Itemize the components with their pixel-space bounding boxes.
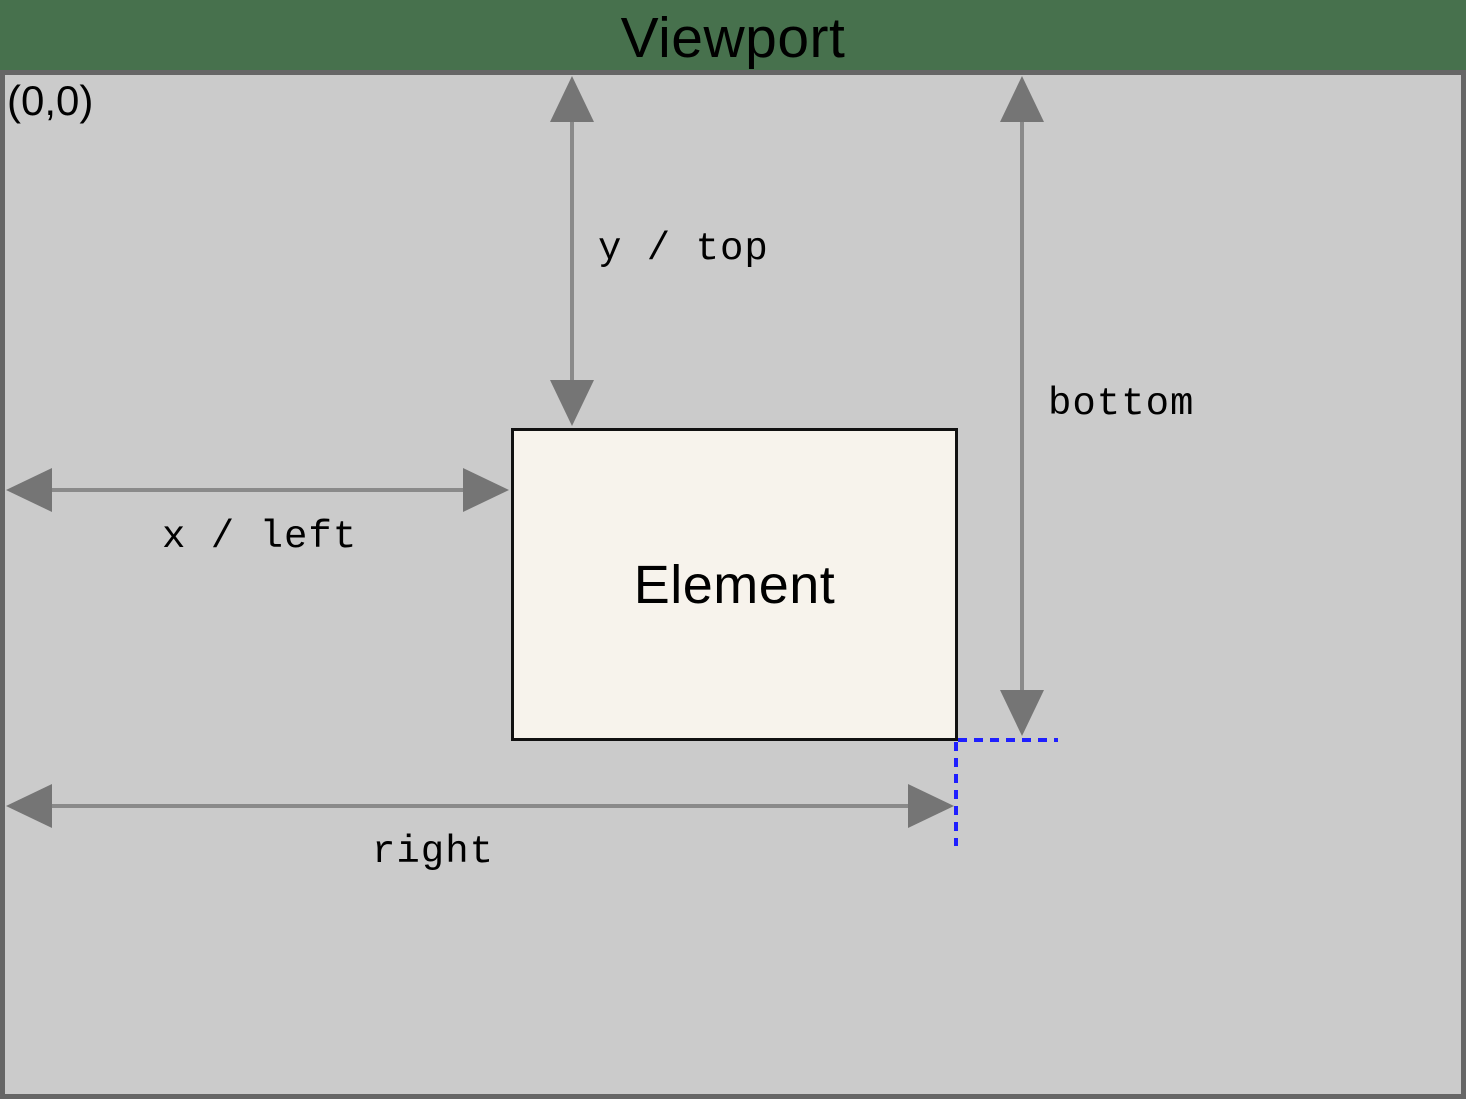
y-top-label: y / top [598,227,769,271]
page-title: Viewport [620,5,846,70]
right-label: right [372,830,495,874]
x-left-label: x / left [162,515,358,559]
element-box: Element [511,428,958,741]
origin-label: (0,0) [7,77,94,124]
bottom-label: bottom [1048,382,1195,426]
element-label: Element [633,554,836,615]
title-band: Viewport [0,0,1466,70]
